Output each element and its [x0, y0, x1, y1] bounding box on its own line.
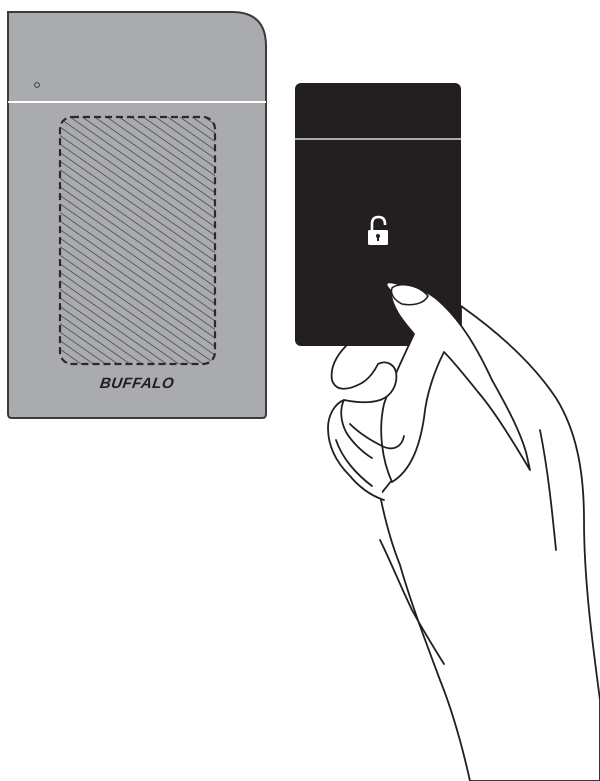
nfc-sensor-area	[60, 117, 215, 364]
hand	[328, 282, 600, 781]
brand-logo: BUFFALO	[99, 375, 176, 392]
external-hard-drive: BUFFALO	[8, 12, 266, 418]
